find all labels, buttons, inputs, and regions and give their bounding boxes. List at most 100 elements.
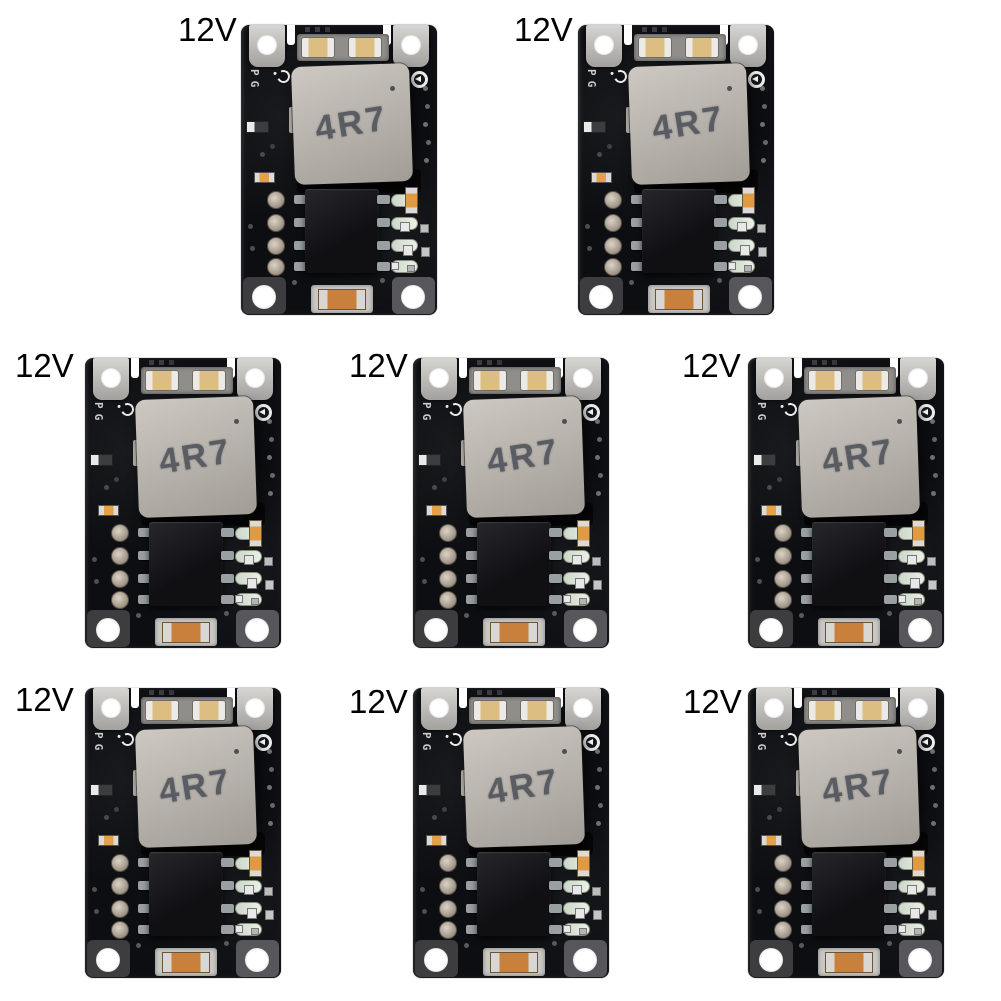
pcb-board: PG 4R7: [413, 688, 609, 978]
mounting-hole-top-right: [738, 35, 758, 55]
via-dots: [241, 25, 244, 28]
top-solder-dots: [812, 360, 817, 365]
smd-component: [910, 908, 920, 919]
smd-component: [421, 247, 430, 257]
orange-led-left: [254, 172, 275, 183]
mounting-hole-bottom-left: [96, 618, 120, 642]
mounting-tab-right: [900, 358, 936, 400]
orange-led-left: [761, 505, 782, 516]
ic-pin-left-4: [801, 925, 814, 934]
mounting-tab-left: [586, 25, 622, 67]
voltage-label: 12V: [682, 347, 741, 384]
screw-marker-icon: [255, 734, 272, 751]
output-capacitor: [162, 952, 210, 973]
voltage-label: 12V: [349, 347, 408, 384]
smd-component: [251, 928, 259, 935]
solder-pad-round-4: [111, 591, 129, 609]
bottom-mounting-pad-right: [392, 277, 435, 314]
inductor-marking: 4R7: [649, 98, 729, 149]
pcb-board: PG 4R7: [578, 25, 774, 315]
input-capacitor-2: [348, 37, 382, 58]
output-capacitor: [318, 289, 366, 310]
via-dots: [748, 688, 751, 691]
ic-pin-left-3: [138, 904, 151, 913]
mounting-hole-top-left: [764, 698, 784, 718]
bottom-mounting-pad-left: [750, 610, 793, 647]
notch-slot-left: [459, 688, 467, 708]
mounting-tab-left: [421, 358, 457, 400]
crescent-marker-icon: [782, 401, 799, 418]
ic-pin-right-2: [549, 881, 562, 890]
ic-pin-left-1: [138, 528, 151, 537]
smd-component: [910, 578, 920, 589]
smd-component: [927, 887, 936, 896]
input-capacitor-2: [520, 370, 554, 391]
ic-pin-left-2: [294, 218, 307, 227]
mounting-hole-bottom-left: [252, 285, 276, 309]
solder-pad-round-1: [267, 191, 285, 209]
solder-pad-round-4: [267, 258, 285, 276]
regulator-ic: [642, 189, 716, 273]
solder-pad-round-3: [111, 570, 129, 588]
ic-pin-right-1: [221, 528, 234, 537]
ic-pin-left-4: [138, 925, 151, 934]
solder-pad-round-3: [439, 900, 457, 918]
smd-component: [407, 265, 415, 272]
ic-pin-left-2: [801, 551, 814, 560]
orange-led-left: [98, 505, 119, 516]
silkscreen-pg-label: PG: [420, 732, 433, 756]
inductor-marking: 4R7: [819, 761, 899, 812]
mounting-hole-top-left: [764, 368, 784, 388]
ic-pin-left-2: [138, 881, 151, 890]
ic-pin-right-1: [884, 858, 897, 867]
smd-component: [593, 580, 602, 590]
power-inductor: 4R7: [462, 725, 586, 849]
output-capacitor: [825, 622, 873, 643]
mounting-tab-right: [393, 25, 429, 67]
smd-component: [907, 885, 917, 895]
power-inductor: 4R7: [134, 725, 258, 849]
input-capacitor-2: [520, 700, 554, 721]
ic-pin-left-4: [466, 595, 479, 604]
output-capacitor: [490, 622, 538, 643]
top-solder-dots: [642, 27, 647, 32]
power-inductor: 4R7: [462, 395, 586, 519]
smd-component: [928, 910, 937, 920]
solder-pad-round-1: [774, 524, 792, 542]
mounting-hole-bottom-right: [738, 285, 762, 309]
mounting-hole-bottom-right: [245, 948, 269, 972]
bottom-mounting-pad-right: [564, 610, 607, 647]
smd-component: [265, 580, 274, 590]
smd-resistor-left: [753, 454, 776, 466]
solder-pad-round-4: [774, 921, 792, 939]
smd-component: [572, 555, 582, 565]
solder-pad-round-2: [439, 547, 457, 565]
input-capacitor-2: [685, 37, 719, 58]
output-capacitor: [490, 952, 538, 973]
input-capacitor-1: [473, 700, 507, 721]
mounting-tab-right: [237, 358, 273, 400]
ic-pin-left-2: [631, 218, 644, 227]
solder-pad-round-1: [111, 524, 129, 542]
ic-pin-right-4: [377, 262, 390, 271]
ic-pin-right-4: [549, 595, 562, 604]
pcb-board: PG 4R7: [241, 25, 437, 315]
bottom-mounting-pad-right: [236, 610, 279, 647]
mounting-tab-left: [756, 358, 792, 400]
mounting-hole-top-right: [573, 368, 593, 388]
mounting-tab-left: [93, 688, 129, 730]
crescent-marker-icon: [275, 68, 292, 85]
regulator-ic: [812, 522, 886, 606]
regulator-ic: [149, 852, 223, 936]
solder-pad-round-1: [439, 854, 457, 872]
mounting-hole-bottom-left: [424, 618, 448, 642]
top-solder-dots: [477, 690, 482, 695]
solder-pad-round-3: [111, 900, 129, 918]
mounting-tab-left: [249, 25, 285, 67]
ic-pin-right-3: [549, 904, 562, 913]
smd-resistor-left: [90, 454, 113, 466]
mounting-hole-bottom-left: [589, 285, 613, 309]
ic-pin-left-2: [138, 551, 151, 560]
solder-pad-round-2: [111, 547, 129, 565]
ic-pin-right-4: [221, 595, 234, 604]
